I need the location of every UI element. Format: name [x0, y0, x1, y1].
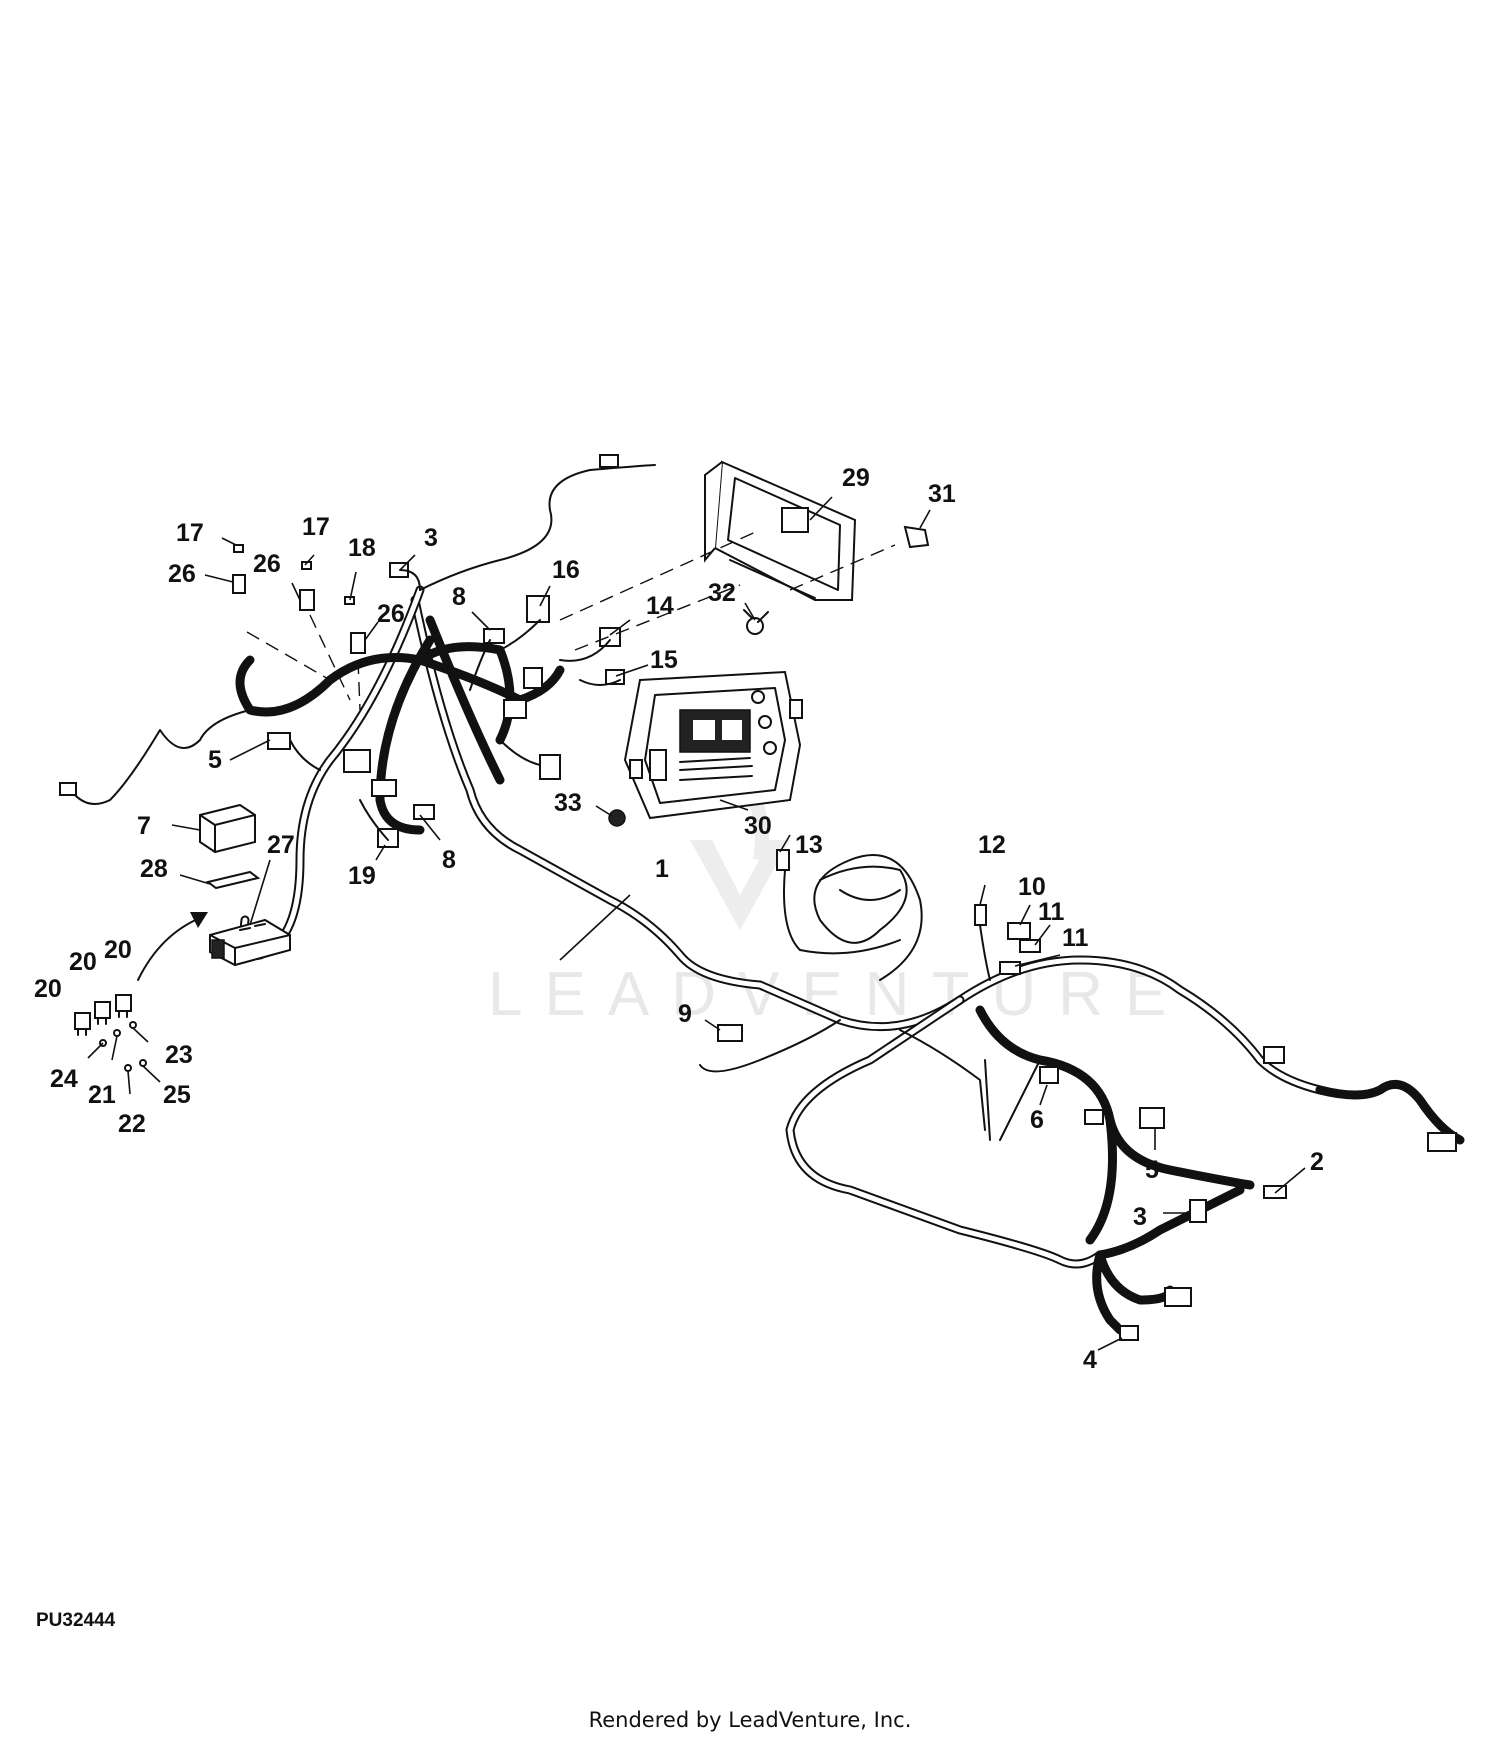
connector-left-end: [59, 782, 77, 796]
connector-6: [1039, 1066, 1059, 1084]
callout-3-rear: 3: [1133, 1203, 1147, 1231]
callout-14: 14: [646, 592, 674, 620]
callout-9: 9: [678, 1000, 692, 1028]
wire-13-lead: [783, 869, 801, 951]
callout-7: 7: [137, 812, 151, 840]
fuse-block-27: [209, 918, 291, 967]
callout-10: 10: [1018, 873, 1046, 901]
callout-2: 2: [1310, 1148, 1324, 1176]
callout-16: 16: [552, 556, 580, 584]
callout-11b: 11: [1062, 924, 1089, 952]
instrument-cluster: [623, 670, 803, 820]
callout-25: 25: [163, 1081, 191, 1109]
callout-27: 27: [267, 831, 295, 859]
module-7: [199, 803, 256, 854]
connector-16: [526, 595, 550, 623]
connector-11b: [999, 961, 1021, 975]
callout-24: 24: [50, 1065, 78, 1093]
connector-9: [717, 1024, 743, 1042]
assembly-lines: [246, 529, 896, 711]
harness-tangle: [799, 854, 1041, 1141]
callout-22: 22: [118, 1110, 146, 1138]
connector-5-rear: [1139, 1107, 1165, 1129]
connector-5-front: [267, 732, 291, 750]
callout-20a: 20: [34, 975, 62, 1003]
callout-33: 33: [554, 789, 582, 817]
connector-8-upper: [483, 628, 505, 644]
gasket-28: [205, 870, 261, 890]
instrument-cover: [704, 460, 857, 601]
connector-4: [1119, 1325, 1139, 1341]
callout-28: 28: [140, 855, 168, 883]
connector-front-d: [523, 667, 543, 689]
callout-5-front: 5: [208, 746, 222, 774]
relays-20: [74, 994, 132, 1036]
callout-18: 18: [348, 534, 376, 562]
callout-31: 31: [928, 480, 956, 508]
harness-branch-left: [65, 709, 251, 805]
callout-6: 6: [1030, 1106, 1044, 1134]
callout-21: 21: [88, 1081, 116, 1109]
connector-13: [776, 849, 790, 871]
callout-labels: 1 2 3 3 4 5 5 6 7 8 8 9 10 11 11 12 13 1…: [34, 464, 1324, 1374]
callout-8-upper: 8: [452, 583, 466, 611]
relay-arrow-head: [190, 912, 208, 928]
connector-front-b: [343, 749, 371, 773]
fuse-holders: [232, 544, 366, 654]
connector-8-lower: [413, 804, 435, 820]
connector-3-rear: [1189, 1199, 1207, 1223]
connector-12: [974, 904, 987, 926]
connector-rear-low: [1084, 1109, 1104, 1125]
callout-30: 30: [744, 812, 772, 840]
callout-12: 12: [978, 831, 1006, 859]
connector-top: [599, 454, 619, 468]
connector-front-a: [503, 699, 527, 719]
callout-26b: 26: [253, 550, 281, 578]
callout-13: 13: [795, 831, 823, 859]
clip-31: [903, 525, 930, 549]
connector-rear-mid: [1263, 1046, 1285, 1064]
callout-5-rear: 5: [1145, 1156, 1159, 1184]
callout-29: 29: [842, 464, 870, 492]
callout-4: 4: [1083, 1346, 1097, 1374]
connector-rear-end: [1164, 1287, 1192, 1307]
callout-8-lower: 8: [442, 846, 456, 874]
callout-26a: 26: [168, 560, 196, 588]
callout-23: 23: [165, 1041, 193, 1069]
wire-12-lead: [979, 924, 991, 981]
watermark: LEADVENTURE: [488, 764, 1166, 1029]
footer-credit: Rendered by LeadVenture, Inc.: [588, 1708, 912, 1732]
wire-9-lead: [699, 1019, 841, 1073]
callout-19: 19: [348, 862, 376, 890]
connector-14: [599, 627, 621, 647]
leader-lines: [87, 496, 1306, 1351]
callout-3-front: 3: [424, 524, 438, 552]
callout-26c: 26: [377, 600, 405, 628]
front-small-leads: [289, 569, 621, 841]
callout-17b: 17: [302, 513, 330, 541]
callout-11a: 11: [1038, 898, 1065, 926]
callout-20c: 20: [104, 936, 132, 964]
fuses-21-25: [99, 1021, 147, 1072]
callout-15: 15: [650, 646, 678, 674]
screw-32: [743, 609, 769, 635]
callout-17a: 17: [176, 519, 204, 547]
callout-20b: 20: [69, 948, 97, 976]
connector-front-c: [371, 779, 397, 797]
connector-gauge: [539, 754, 561, 780]
callout-32: 32: [708, 579, 736, 607]
connector-far-right: [1427, 1132, 1457, 1152]
relay-arrow: [137, 917, 201, 981]
callout-1: 1: [655, 855, 669, 883]
figure-id: PU32444: [36, 1610, 116, 1631]
harness-branch-top: [419, 464, 656, 591]
connector-10: [1007, 922, 1031, 940]
connector-11a: [1019, 939, 1041, 953]
nut-33: [608, 809, 626, 827]
main-harness: [235, 585, 965, 1032]
